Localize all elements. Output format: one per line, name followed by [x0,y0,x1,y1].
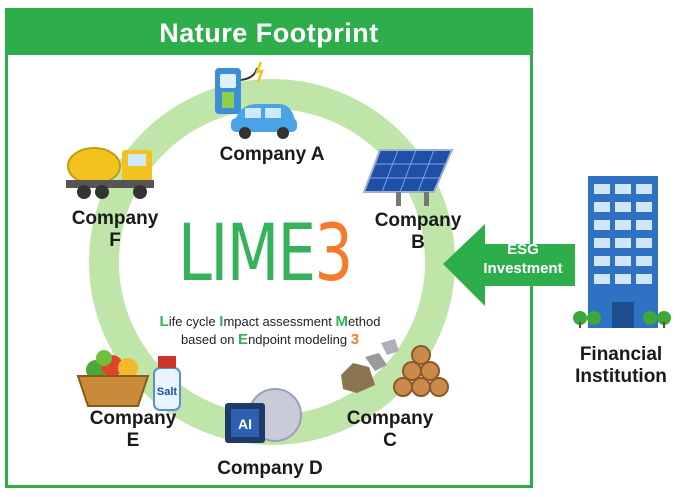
company-c-label: Company C [346,408,434,451]
bank-building-icon [573,176,671,328]
lime3-logo: LIME3 [178,215,353,293]
minerals-timber-icon [341,339,449,397]
frame-header: Nature Footprint [8,11,530,55]
lime-logo-text: LIME [178,209,316,299]
solar-panel-icon [362,149,454,206]
ai-chip-text: AI [238,416,252,432]
lime-logo-number: 3 [314,209,354,299]
company-b-label: Company B [374,210,462,253]
lime-tagline: Life cycle Impact assessment Method base… [159,313,381,348]
company-f-label: Company F [71,208,159,251]
ai-chip-icon: AI [225,388,302,443]
salt-label-text: Salt [157,386,178,398]
ev-charging-icon [215,61,297,139]
company-d-label: Company D [217,458,323,479]
nature-footprint-frame: Nature Footprint [5,8,533,488]
esg-investment-arrow [443,224,575,306]
company-e-label: Company E [89,408,177,451]
mixer-truck-icon [66,147,154,199]
esg-investment-label: ESG Investment [483,241,563,277]
food-basket-icon: Salt [76,350,181,411]
page-title: Nature Footprint [159,17,379,48]
financial-institution-label: Financial Institution [575,344,667,387]
company-a-label: Company A [219,144,325,165]
